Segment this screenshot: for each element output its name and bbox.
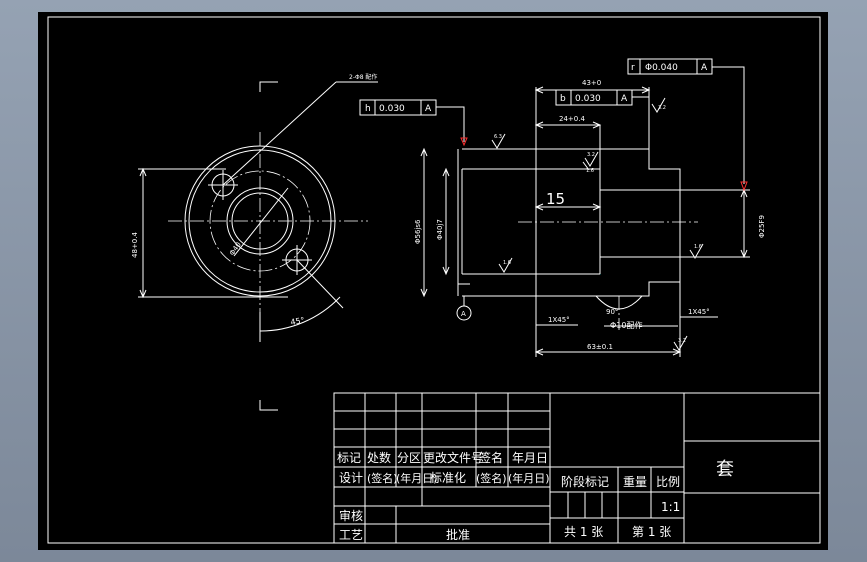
svg-text:r: r [631,63,635,73]
svg-text:(签名): (签名) [476,471,507,485]
weight-label: 重量 [623,475,647,489]
angle-90: 90° [606,308,618,316]
hdr-date: 年月日 [512,451,548,465]
hatch-bottom [535,256,681,297]
ratio-label: 比例 [656,475,680,489]
dim-43: 43+0 [582,79,601,87]
svg-text:1.6: 1.6 [586,168,594,174]
svg-text:设计: 设计 [339,471,363,485]
chamfer-left: 1X45° [548,316,570,324]
datum-a: A [461,310,466,318]
scale-value: 1:1 [661,500,680,514]
svg-text:(年月日): (年月日) [508,471,550,485]
hdr-count: 处数 [367,450,391,465]
dim-24: 24+0.4 [559,115,585,123]
svg-text:0.030: 0.030 [379,104,405,114]
svg-text:A: A [701,63,708,73]
svg-text:b: b [560,94,566,104]
svg-text:A: A [425,104,432,114]
dim-25: Φ25F9 [758,215,766,238]
audit-label: 审核 [339,508,363,523]
svg-text:Φ0.040: Φ0.040 [645,63,678,73]
svg-text:3.2: 3.2 [678,338,686,344]
outer-chamfer-circle [188,149,332,293]
approve-label: 批准 [446,527,470,542]
pcd-dim: Φ40 [228,241,243,257]
holes-note: 2-Φ8 配作 [349,73,377,81]
stage-mark: 阶段标记 [561,474,609,489]
svg-text:(年月日): (年月日) [396,471,438,485]
title-block: 标记 处数 分区 更改文件号 签名 年月日 设计 (签名) (年月日) 标准化 … [333,392,821,544]
svg-text:0.030: 0.030 [575,94,601,104]
height-dim: 48+0.4 [131,232,139,258]
svg-text:(签名): (签名) [367,471,398,485]
sheet-total: 共 1 张 [564,525,603,539]
svg-text:3.2: 3.2 [658,105,666,111]
process-label: 工艺 [339,528,363,542]
bore-circle [226,187,294,255]
dim-56: Φ56js6 [414,219,422,244]
svg-text:h: h [365,104,371,114]
hdr-mark: 标记 [337,451,361,465]
hdr-zone: 分区 [397,451,421,465]
dim-15: 15 [546,190,565,208]
drawing-svg: 2-Φ8 配作 Φ40 48+0.4 45° [47,16,821,544]
section-view: 43+0 24+0.4 15 Φ56js6 Φ40j7 Φ25F9 63±0.1… [359,58,766,357]
front-view: 2-Φ8 配作 Φ40 48+0.4 45° [131,73,378,342]
datum-a-circle [456,305,472,321]
svg-text:3.2: 3.2 [587,152,595,158]
corner-mark-bottom [259,400,278,411]
chamfer-right: 1X45° [688,308,710,316]
pin-hole: Φ10配作 [610,320,642,330]
hdr-change-doc: 更改文件号 [423,450,483,465]
drawing-canvas[interactable]: 2-Φ8 配作 Φ40 48+0.4 45° [38,12,828,550]
outer-circle [184,145,336,297]
length-63: 63±0.1 [587,343,613,351]
svg-text:6.3: 6.3 [494,134,502,140]
svg-text:A: A [621,94,628,104]
corner-mark-top [259,81,278,92]
svg-text:1.6: 1.6 [694,244,702,250]
drawing-title: 套 [716,459,734,480]
bore-inner-circle [231,192,289,250]
svg-text:1.6: 1.6 [503,260,511,266]
angle-45: 45° [290,316,306,327]
dim-40: Φ40j7 [436,219,444,240]
svg-text:标准化: 标准化 [430,471,466,485]
sheet-number: 第 1 张 [632,525,671,539]
hdr-signature: 签名 [479,450,503,465]
pitch-circle [209,170,311,272]
